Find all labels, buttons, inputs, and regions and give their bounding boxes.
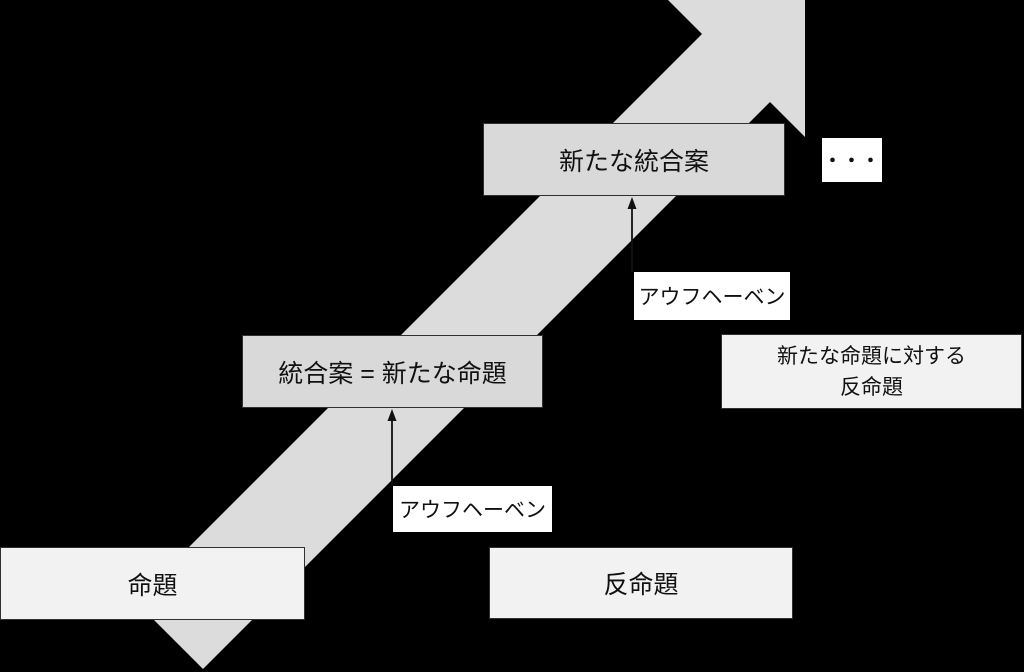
label-continuation-dots-text: ・・・ xyxy=(823,151,881,171)
label-continuation-dots: ・・・ xyxy=(822,138,882,182)
label-aufheben-lower: アウフヘーベン xyxy=(393,486,552,532)
label-aufheben-upper-text: アウフヘーベン xyxy=(638,286,786,309)
box-antithesis: 反命題 xyxy=(489,547,793,619)
box-synthesis-label: 統合案 = 新たな命題 xyxy=(278,359,507,388)
label-aufheben-upper: アウフヘーベン xyxy=(634,272,790,320)
box-synthesis: 統合案 = 新たな命題 xyxy=(242,335,543,408)
box-antithesis-label: 反命題 xyxy=(603,571,679,599)
label-aufheben-lower-text: アウフヘーベン xyxy=(399,499,546,522)
box-new-antithesis: 新たな命題に対する 反命題 xyxy=(721,334,1022,409)
box-new-synthesis-label: 新たな統合案 xyxy=(558,147,709,176)
box-new-antithesis-line2: 反命題 xyxy=(840,375,903,399)
box-thesis-label: 命題 xyxy=(127,571,178,600)
box-new-synthesis: 新たな統合案 xyxy=(483,123,785,196)
box-new-antithesis-line1: 新たな命題に対する xyxy=(777,344,966,368)
box-thesis: 命題 xyxy=(0,547,305,620)
